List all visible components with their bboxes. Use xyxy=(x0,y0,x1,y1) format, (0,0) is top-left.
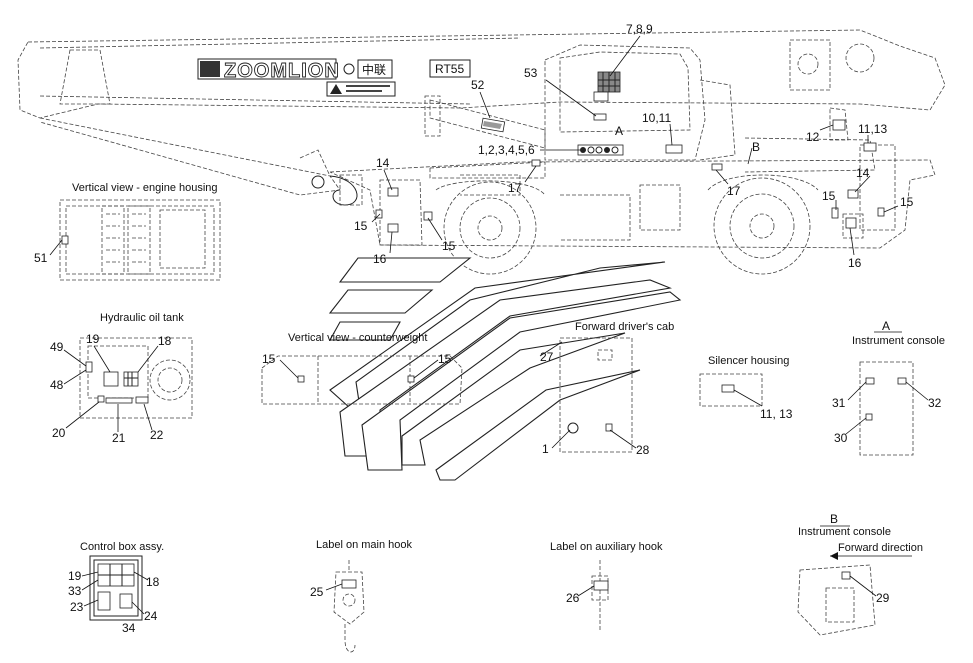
callout: 19 xyxy=(86,332,100,346)
callout: 10,11 xyxy=(642,111,671,125)
callout: 17 xyxy=(727,184,741,198)
brand-cn: 中联 xyxy=(362,62,386,77)
callout: 1 xyxy=(542,442,549,456)
callout: 15 xyxy=(262,352,276,366)
instrument-console-a: Instrument console xyxy=(852,331,945,456)
callout: 30 xyxy=(834,431,848,445)
callout: B xyxy=(752,140,760,154)
engine-housing-view: Vertical view - engine housing xyxy=(59,182,221,281)
title-forward: Forward direction xyxy=(838,542,923,554)
title-silencer: Silencer housing xyxy=(708,355,789,367)
callout: 15 xyxy=(900,195,914,209)
callout: 16 xyxy=(848,256,862,270)
callout: 33 xyxy=(68,584,82,598)
callout: 27 xyxy=(540,350,554,364)
callout: 49 xyxy=(50,340,64,354)
callout: 28 xyxy=(636,443,650,457)
callout: 48 xyxy=(50,378,64,392)
callout: 15 xyxy=(822,189,836,203)
callout: 25 xyxy=(310,585,324,599)
callout: 11,13 xyxy=(858,122,887,136)
title-hydraulic: Hydraulic oil tank xyxy=(100,312,184,324)
brand-logo: ZOOMLION 中联 RT55 xyxy=(197,58,471,97)
title-aux-hook: Label on auxiliary hook xyxy=(550,541,663,553)
crane-boom xyxy=(17,29,946,196)
callout: 11, 13 xyxy=(760,407,793,421)
callout: 20 xyxy=(52,426,66,440)
crane-carrier xyxy=(311,119,936,275)
instrument-console-b: Instrument console Forward direction xyxy=(797,525,923,636)
title-console-b: Instrument console xyxy=(798,526,891,538)
callout: 15 xyxy=(438,352,452,366)
callout: 19 xyxy=(68,569,82,583)
callout: 14 xyxy=(376,156,390,170)
brand-text: ZOOMLION xyxy=(224,60,340,82)
control-box-view: Control box assy. xyxy=(80,541,164,621)
title-control-box: Control box assy. xyxy=(80,541,164,553)
leader-lines xyxy=(49,35,929,615)
title-main-hook: Label on main hook xyxy=(316,539,413,551)
model-label: RT55 xyxy=(435,62,464,76)
callout: A xyxy=(615,124,623,138)
counterweight-view: Vertical view - counterweight xyxy=(261,332,463,405)
callout: 53 xyxy=(524,66,538,80)
callout: 24 xyxy=(144,609,158,623)
callout: 52 xyxy=(471,78,485,92)
callout: 15 xyxy=(442,239,456,253)
callout: 18 xyxy=(158,334,172,348)
callout: 34 xyxy=(122,621,136,635)
callout-numbers: 7,8,9 53 52 10,11 A 1,2,3,4,5,6 B 12 11,… xyxy=(34,22,942,635)
zigzag-section-bands xyxy=(328,257,682,481)
callout: 1,2,3,4,5,6 xyxy=(478,143,535,157)
callout: 23 xyxy=(70,600,84,614)
callout: A xyxy=(882,319,890,333)
callout: 51 xyxy=(34,251,48,265)
callout: 18 xyxy=(146,575,160,589)
main-hook-view: Label on main hook xyxy=(316,539,413,653)
callout: 21 xyxy=(112,431,126,445)
callout: 16 xyxy=(373,252,387,266)
callout: 32 xyxy=(928,396,942,410)
callout: 29 xyxy=(876,591,890,605)
aux-hook-view: Label on auxiliary hook xyxy=(550,541,663,630)
callout: 17 xyxy=(508,181,522,195)
title-counterweight: Vertical view - counterweight xyxy=(288,332,427,344)
callout: 15 xyxy=(354,219,368,233)
title-console-a: Instrument console xyxy=(852,335,945,347)
callout: B xyxy=(830,512,838,526)
callout: 12 xyxy=(806,130,820,144)
crane-cab xyxy=(480,44,736,161)
callout: 7,8,9 xyxy=(626,22,653,36)
callout: 31 xyxy=(832,396,846,410)
callout: 26 xyxy=(566,591,580,605)
title-cab: Forward driver's cab xyxy=(575,321,674,333)
hydraulic-tank-view: Hydraulic oil tank xyxy=(79,312,193,419)
title-engine: Vertical view - engine housing xyxy=(72,182,218,194)
callout: 22 xyxy=(150,428,164,442)
callout: 14 xyxy=(856,166,870,180)
forward-cab-view: Forward driver's cab xyxy=(559,321,674,453)
silencer-housing-view: Silencer housing xyxy=(699,355,789,407)
